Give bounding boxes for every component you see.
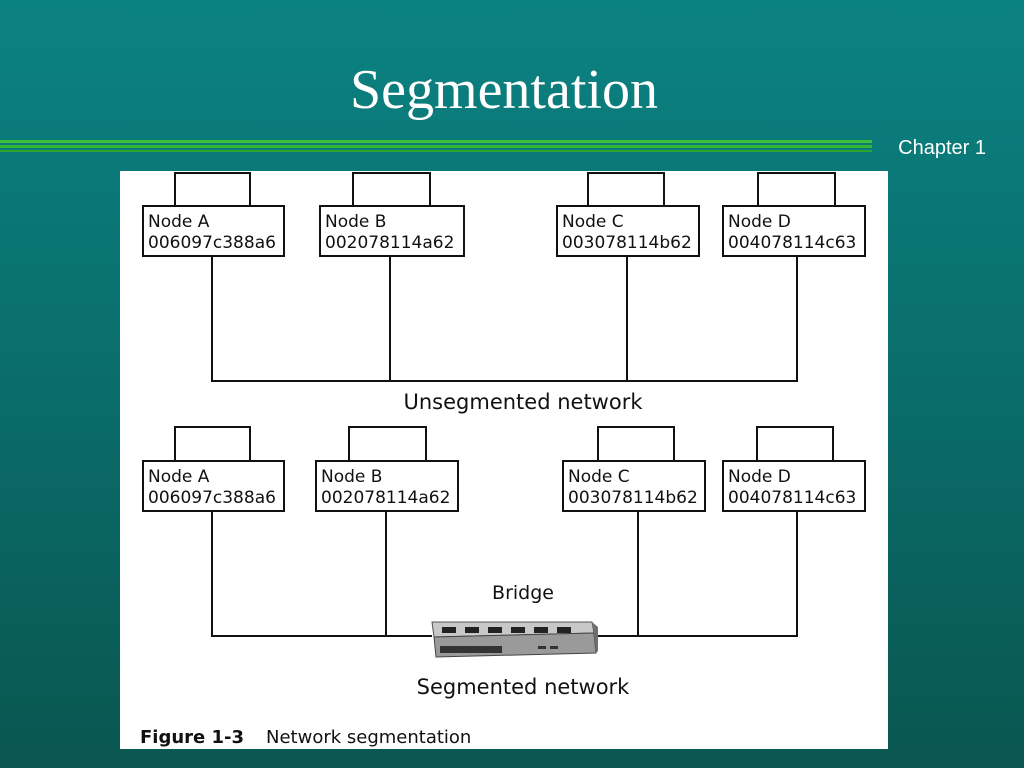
accent-rule — [0, 145, 872, 148]
network-diagram: Node A 006097c388a6 Node B 002078114a62 … — [140, 172, 866, 748]
unseg-node-d-box — [722, 205, 866, 257]
seg-node-a-mac: 006097c388a6 — [148, 488, 276, 508]
slide-title: Segmentation — [350, 59, 658, 121]
bridge-label: Bridge — [492, 582, 554, 604]
accent-rule — [0, 150, 872, 152]
unseg-node-b-mac: 002078114a62 — [325, 233, 454, 253]
unseg-node-a-name: Node A — [148, 212, 210, 232]
seg-node-d-monitor — [756, 426, 834, 461]
seg-node-b-monitor — [348, 426, 427, 461]
unseg-node-b-monitor — [352, 172, 431, 206]
unseg-node-a-mac: 006097c388a6 — [148, 233, 276, 253]
segment-left — [211, 511, 432, 637]
unseg-node-a-box — [142, 205, 285, 257]
seg-node-d-mac: 004078114c63 — [728, 488, 856, 508]
unseg-node-c-name: Node C — [562, 212, 624, 232]
accent-rule — [0, 140, 872, 143]
seg-node-c-mac: 003078114b62 — [568, 488, 698, 508]
network-figure: Node A 006097c388a6 Node B 002078114a62 … — [120, 171, 888, 749]
figure-caption-text: Network segmentation — [266, 727, 471, 748]
unseg-node-d-name: Node D — [728, 212, 791, 232]
seg-node-b-mac: 002078114a62 — [321, 488, 450, 508]
unseg-node-b-box — [319, 205, 465, 257]
unsegmented-bus — [211, 256, 798, 382]
unseg-node-d-mac: 004078114c63 — [728, 233, 856, 253]
segment-right — [594, 511, 798, 637]
unseg-node-d-monitor — [757, 172, 836, 206]
seg-node-a-name: Node A — [148, 467, 210, 487]
seg-node-c-box — [562, 460, 706, 512]
seg-node-a-box — [142, 460, 285, 512]
unseg-node-c-mac: 003078114b62 — [562, 233, 692, 253]
seg-node-d-box — [722, 460, 866, 512]
unseg-node-c-monitor — [587, 172, 665, 206]
seg-node-b-name: Node B — [321, 467, 382, 487]
chapter-label: Chapter 1 — [898, 137, 986, 159]
seg-node-d-name: Node D — [728, 467, 791, 487]
bridge-icon — [431, 621, 598, 658]
seg-node-a-monitor — [174, 426, 251, 461]
segmented-label: Segmented network — [417, 675, 631, 699]
figure-caption-number: Figure 1-3 — [140, 727, 244, 748]
unseg-node-b-name: Node B — [325, 212, 386, 232]
unsegmented-label: Unsegmented network — [404, 390, 644, 414]
seg-node-c-name: Node C — [568, 467, 630, 487]
unseg-node-a-monitor — [174, 172, 251, 206]
seg-node-c-monitor — [597, 426, 675, 461]
